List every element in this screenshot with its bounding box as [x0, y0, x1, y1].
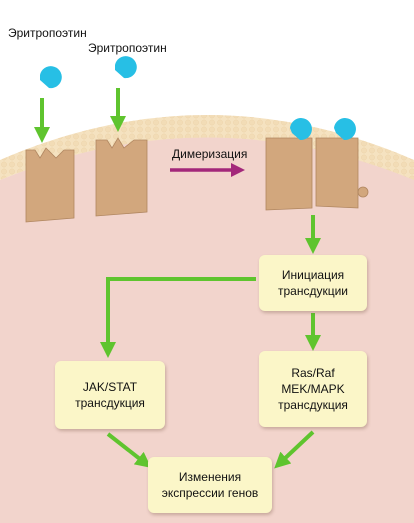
box-ras-raf-line-1: Ras/Raf: [291, 366, 335, 380]
box-ras-raf-line-2: MEK/MAPK: [281, 382, 345, 396]
ligand-dimer-left: [290, 118, 312, 141]
receptor-middle: [95, 137, 148, 217]
box-jak-stat: JAK/STAT трансдукция: [55, 361, 165, 429]
box-initiation: Инициация трансдукции: [259, 255, 367, 311]
box-initiation-line-2: трансдукции: [277, 284, 348, 298]
ligand-label-right: Эритропоэтин: [88, 41, 167, 55]
box-ras-raf: Ras/Raf MEK/MAPK трансдукция: [259, 351, 367, 427]
arrow-ras-to-genes: [274, 430, 315, 469]
ligand-dimer-right: [334, 118, 356, 141]
box-ras-raf-line-3: трансдукция: [278, 398, 348, 412]
box-gene-expression-line-2: экспрессии генов: [161, 486, 259, 500]
box-gene-expression: Изменения экспрессии генов: [148, 457, 272, 513]
receptor-dimer: [265, 137, 313, 211]
ligand-label-left: Эритропоэтин: [8, 26, 87, 40]
box-initiation-line-1: Инициация: [281, 268, 345, 282]
box-jak-stat-line-1: JAK/STAT: [82, 380, 138, 394]
arrow-jak-to-genes: [106, 432, 152, 468]
arrow-to-jak-stat: [100, 277, 256, 358]
box-jak-stat-line-2: трансдукция: [75, 396, 145, 410]
receptor-left: [25, 147, 75, 223]
ligand-middle: [115, 56, 137, 79]
dimerization-label: Димеризация: [172, 147, 248, 161]
ligand-left: [40, 66, 62, 89]
box-gene-expression-line-1: Изменения: [178, 470, 242, 484]
